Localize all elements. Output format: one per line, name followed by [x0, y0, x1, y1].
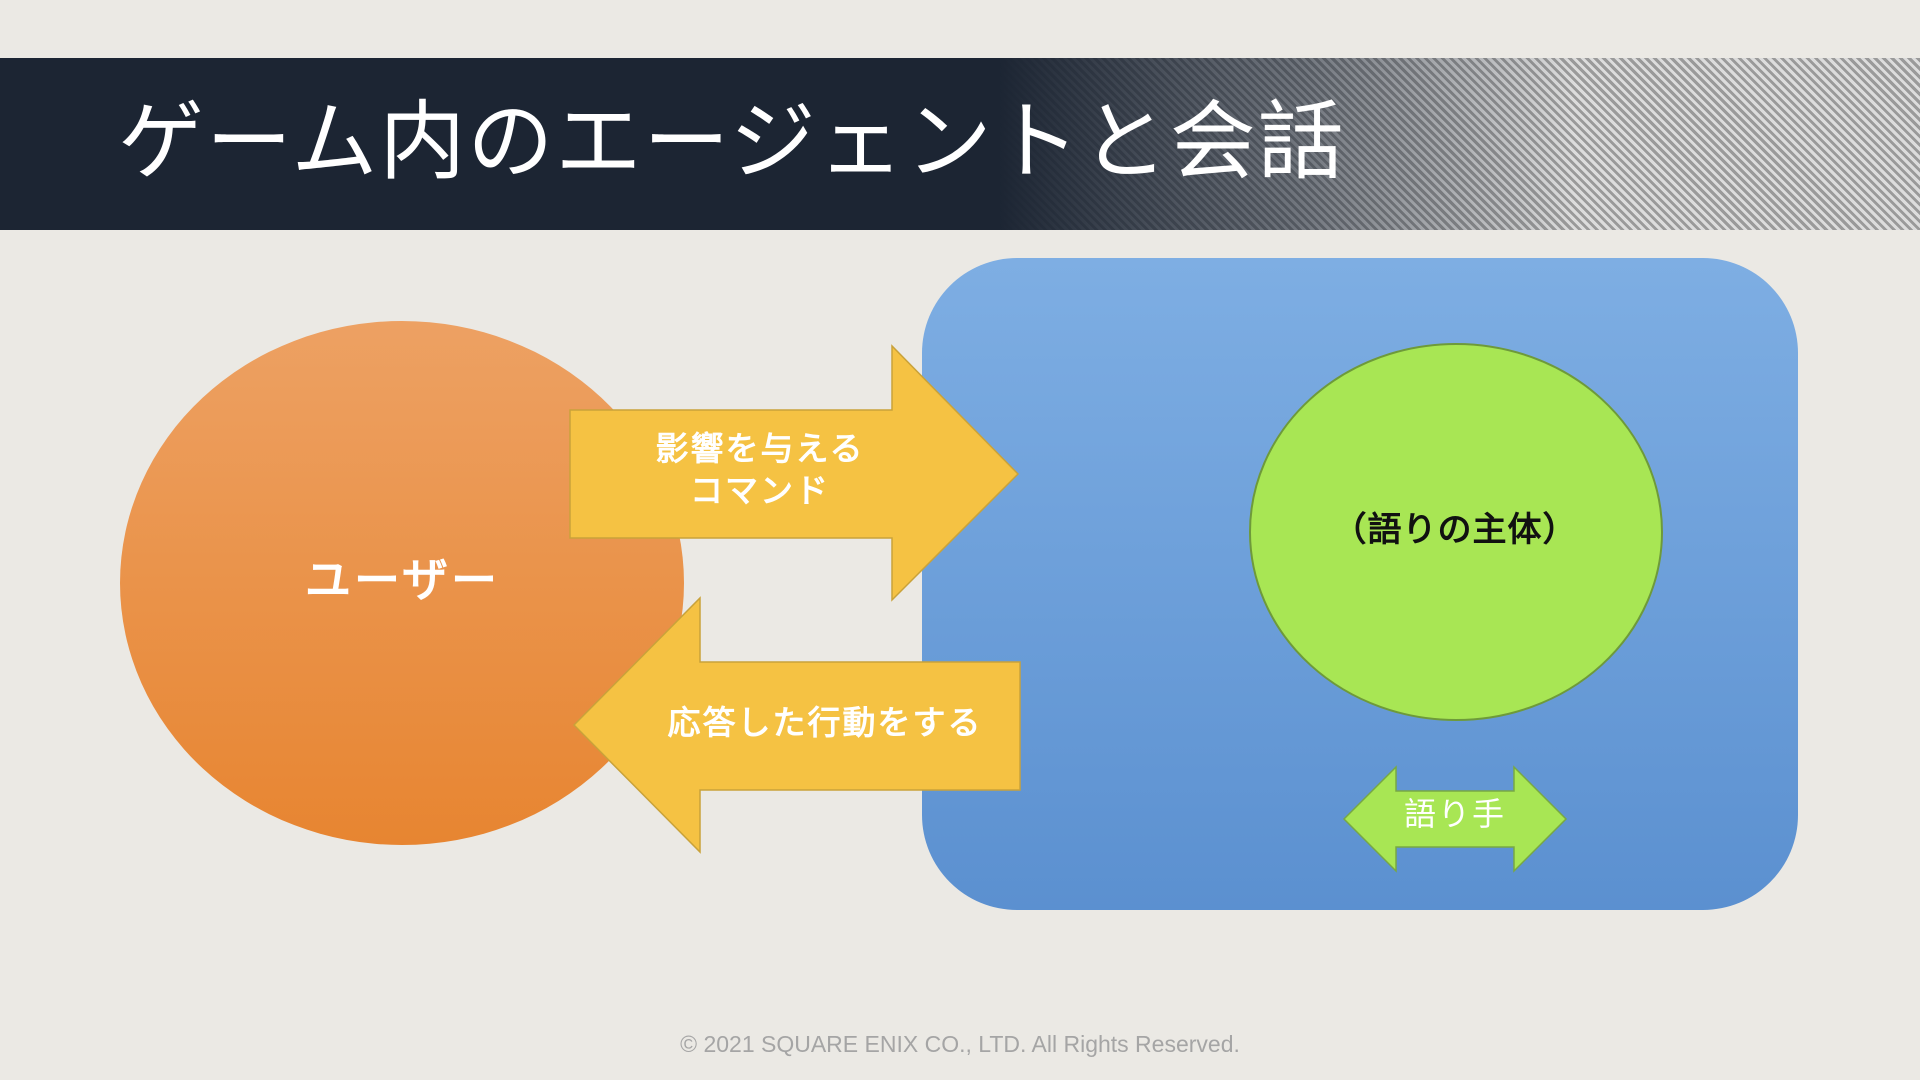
- user-circle: [120, 321, 684, 845]
- user-label: ユーザー: [304, 553, 501, 607]
- copyright-notice: © 2021 SQUARE ENIX CO., LTD. All Rights …: [680, 1031, 1240, 1057]
- command-arrow-label: 影響を与える コマンド: [600, 428, 920, 512]
- subject-label: （語りの主体）: [1332, 510, 1578, 550]
- subject-circle: [1249, 343, 1663, 721]
- command-arrow-label-line2: コマンド: [690, 471, 830, 510]
- title-bar: [0, 58, 1920, 230]
- slide-title: ゲーム内のエージェントと会話: [118, 92, 1346, 192]
- narrator-label: 語り手: [1403, 795, 1506, 833]
- command-arrow: [569, 344, 1020, 602]
- action-arrow-label: 応答した行動をする: [667, 703, 983, 742]
- command-arrow-label-line1: 影響を与える: [655, 429, 865, 468]
- narrator-double-arrow: [1342, 765, 1568, 873]
- action-arrow: [572, 596, 1021, 854]
